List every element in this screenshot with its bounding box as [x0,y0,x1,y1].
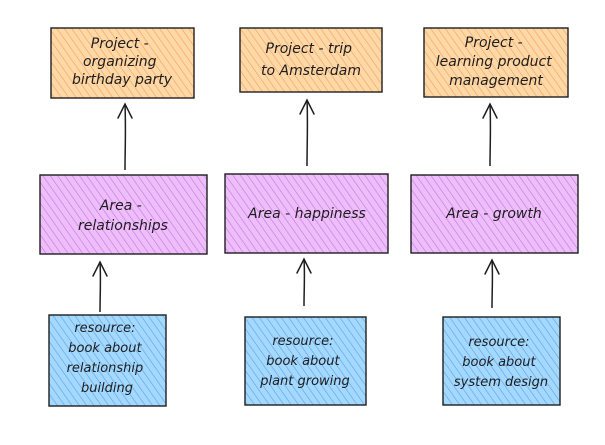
label-line: Area - happiness [247,206,366,222]
area-node-happiness[interactable]: Area - happiness [224,173,389,254]
resource-node-plant-growing[interactable]: resource: book about plant growing [244,316,367,406]
label-line: Area - growth [445,206,542,222]
label-line: management [449,73,543,89]
column-1: Project - organizing birthday party Area… [39,27,208,407]
arrow-area-to-project [482,102,498,167]
label-line: resource: [272,334,333,349]
area-box [410,174,579,254]
label-line: relationships [78,218,168,234]
project-box [239,27,383,93]
label-line: Project - [465,35,523,51]
project-box [50,27,195,99]
project-node-trip-to-amsterdam[interactable]: Project - trip to Amsterdam [239,27,383,93]
arrow-resource-to-area [484,258,500,309]
arrow-head [92,260,108,277]
label-line: Project - trip [266,41,353,57]
label-line: resource: [74,321,135,336]
resource-node-relationship-building[interactable]: resource: book about relationship buildi… [48,314,167,407]
node-label: resource: book about relationship buildi… [67,321,148,396]
label-line: Project - [91,36,149,52]
label-line: plant growing [259,374,350,389]
resource-box [442,316,561,406]
node-label: Project - learning product management [436,35,556,89]
node-label: resource: book about plant growing [259,334,350,389]
project-box [423,27,569,98]
column-2: Project - trip to Amsterdam Area - happi… [224,27,389,406]
area-box [39,174,208,255]
area-node-growth[interactable]: Area - growth [410,174,579,254]
arrow-resource-to-area [92,260,108,313]
label-line: building [81,381,133,396]
node-label: Area - happiness [247,206,366,222]
label-line: relationship [67,361,144,376]
area-box [224,173,389,254]
arrow-area-to-project [299,98,315,167]
arrow-head [482,102,498,119]
project-node-birthday-party[interactable]: Project - organizing birthday party [50,27,195,99]
node-label: resource: book about system design [454,335,548,390]
arrow-head [299,98,315,115]
resource-box [48,314,167,407]
resource-node-system-design[interactable]: resource: book about system design [442,316,561,406]
node-label: Area - relationships [78,198,168,234]
label-line: book about [68,341,142,356]
label-line: book about [462,355,536,370]
node-label: Project - trip to Amsterdam [261,41,361,79]
area-node-relationships[interactable]: Area - relationships [39,174,208,255]
node-label: Area - growth [445,206,542,222]
label-line: birthday party [72,72,173,88]
arrow-head [117,102,133,119]
label-line: to Amsterdam [261,63,361,79]
label-line: resource: [468,335,529,350]
label-line: organizing [83,54,157,70]
label-line: book about [266,354,340,369]
arrow-resource-to-area [296,257,312,307]
label-line: Area - [99,198,142,214]
column-3: Project - learning product management Ar… [410,27,579,406]
node-label: Project - organizing birthday party [72,36,173,88]
label-line: learning product [436,54,552,70]
arrow-head [296,257,312,274]
arrow-area-to-project [117,102,133,171]
project-node-learning-product-management[interactable]: Project - learning product management [423,27,569,98]
label-line: system design [454,375,548,390]
arrow-head [484,258,500,275]
resource-box [244,316,367,406]
